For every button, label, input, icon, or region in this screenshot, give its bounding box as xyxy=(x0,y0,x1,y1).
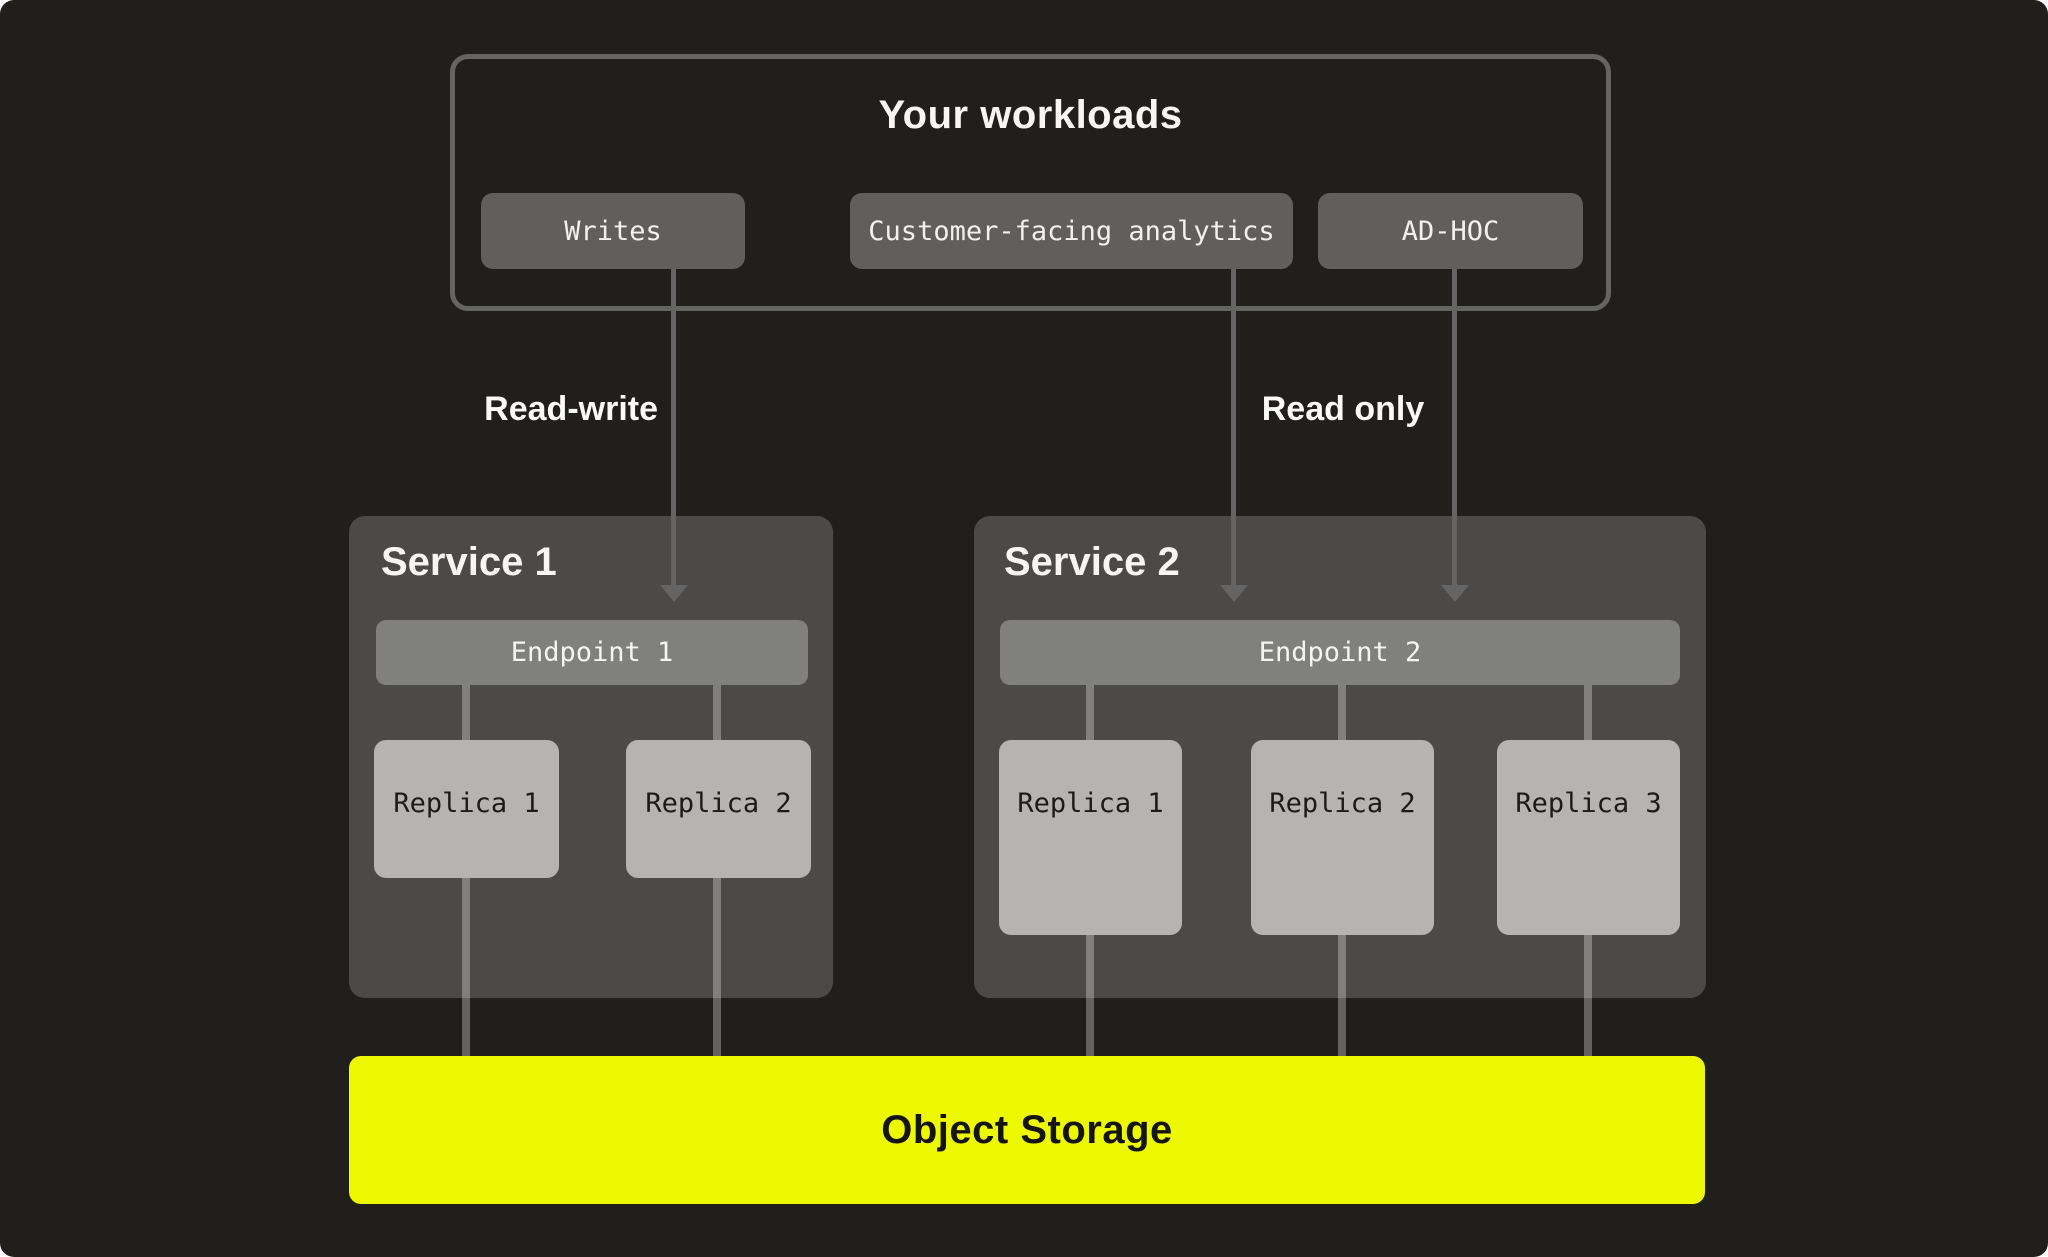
workload-ad-hoc: AD-HOC xyxy=(1318,193,1583,269)
object-storage-bar: Object Storage xyxy=(349,1056,1705,1204)
service-2-box: Service 2 Endpoint 2 Replica 1 Replica 2… xyxy=(974,516,1706,998)
service-1-box: Service 1 Endpoint 1 Replica 1 Replica 2 xyxy=(349,516,833,998)
service-1-title: Service 1 xyxy=(381,540,557,584)
arrowhead-icon xyxy=(660,585,688,602)
service-1-replica-2: Replica 2 xyxy=(626,740,811,878)
read-only-label: Read only xyxy=(1261,390,1425,428)
arrow-adhoc-to-endpoint-2 xyxy=(1452,269,1457,588)
workloads-title: Your workloads xyxy=(878,93,1183,137)
service-2-replica-3: Replica 3 xyxy=(1497,740,1680,935)
service-1-endpoint: Endpoint 1 xyxy=(376,620,808,685)
workloads-container: Your workloads xyxy=(450,54,1611,311)
workload-customer-facing-analytics: Customer-facing analytics xyxy=(850,193,1293,269)
service-1-replica-1: Replica 1 xyxy=(374,740,559,878)
service-2-replica-2: Replica 2 xyxy=(1251,740,1434,935)
arrowhead-icon xyxy=(1220,585,1248,602)
read-write-label: Read-write xyxy=(484,390,658,428)
service-2-replica-1: Replica 1 xyxy=(999,740,1182,935)
workload-writes: Writes xyxy=(481,193,745,269)
service-2-title: Service 2 xyxy=(1004,540,1180,584)
service-2-endpoint: Endpoint 2 xyxy=(1000,620,1680,685)
arrow-writes-to-endpoint-1 xyxy=(671,269,676,588)
arrowhead-icon xyxy=(1441,585,1469,602)
arrow-analytics-to-endpoint-2 xyxy=(1231,269,1236,588)
